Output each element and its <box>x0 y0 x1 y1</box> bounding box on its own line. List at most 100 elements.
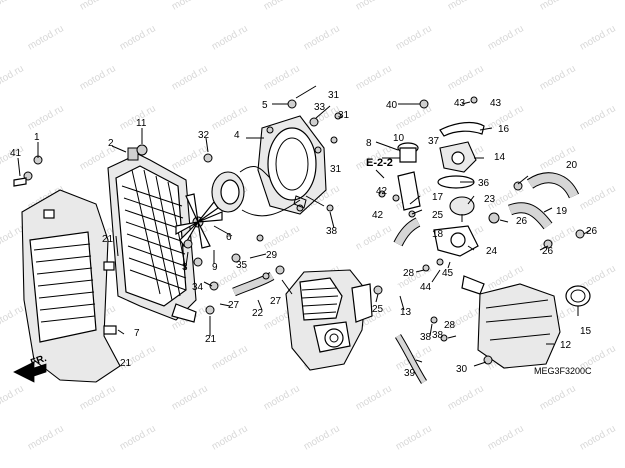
callout-28: 28 <box>444 320 456 331</box>
watermark-text: motod.ru <box>26 103 66 132</box>
callout-42: 42 <box>372 210 384 221</box>
callout-2: 2 <box>108 138 114 149</box>
callout-21: 21 <box>102 234 114 245</box>
fan-blade <box>175 193 223 249</box>
callout-12: 12 <box>560 340 572 351</box>
watermark-text: motod.ru <box>170 63 210 92</box>
watermark-text: motod.ru <box>354 383 394 412</box>
watermark-text: motod.ru <box>394 103 434 132</box>
fan-motor <box>211 166 307 217</box>
callout-16: 16 <box>498 124 510 135</box>
callout-9: 9 <box>212 262 218 273</box>
watermark-text: motod.ru <box>0 63 26 92</box>
watermark-text: motod.ru <box>210 23 250 52</box>
callout-21: 21 <box>205 334 217 345</box>
diagram-code: MEG3F3200C <box>534 366 592 376</box>
callout-15: 15 <box>580 326 592 337</box>
watermark-text: motod.ru <box>446 383 486 412</box>
watermark-text: motod.ru <box>210 103 250 132</box>
callout-32: 32 <box>198 130 210 141</box>
watermark-text: motod.ru <box>262 223 302 252</box>
watermark-text: motod.ru <box>262 0 302 13</box>
callout-38: 38 <box>326 226 338 237</box>
watermark-text: motod.ru <box>394 423 434 452</box>
callout-45: 45 <box>442 268 454 279</box>
watermark-text: motod.ru <box>538 0 578 13</box>
callout-29: 29 <box>266 250 278 261</box>
callout-3: 3 <box>182 262 188 273</box>
callout-1: 1 <box>34 132 40 143</box>
watermark-text: motod.ru <box>26 423 66 452</box>
watermark-text: motod.ru <box>538 63 578 92</box>
watermark-text: motod.ru <box>578 23 618 52</box>
callout-20: 20 <box>566 160 578 171</box>
callout-5: 5 <box>262 100 268 111</box>
callout-42: 42 <box>376 186 388 197</box>
watermark-text: motod.ru <box>262 63 302 92</box>
callout-numbers: 1234567891011121314151617181920212121222… <box>10 90 598 379</box>
callout-44: 44 <box>420 282 432 293</box>
watermark-text: motod.ru <box>118 423 158 452</box>
watermark-text: motod.ru <box>0 383 26 412</box>
callout-24: 24 <box>486 246 498 257</box>
callout-18: 18 <box>432 229 444 240</box>
callout-43: 43 <box>454 98 466 109</box>
callout-25: 25 <box>372 304 384 315</box>
watermark-text: motod.ru <box>262 383 302 412</box>
callout-35: 35 <box>236 260 248 271</box>
callout-38: 38 <box>432 330 444 341</box>
callout-19: 19 <box>556 206 568 217</box>
callout-8: 8 <box>366 138 372 149</box>
callout-34: 34 <box>192 282 204 293</box>
watermark-text: motod.ru <box>446 63 486 92</box>
callout-7: 7 <box>134 328 140 339</box>
fan-shroud <box>257 115 327 215</box>
reserve-tank <box>477 283 591 369</box>
callout-22: 22 <box>252 308 264 319</box>
callout-23: 23 <box>484 194 496 205</box>
callout-33: 33 <box>314 102 326 113</box>
callout-38: 38 <box>420 332 432 343</box>
fasteners <box>13 96 585 365</box>
watermark-text: motod.ru <box>26 23 66 52</box>
callout-27: 27 <box>270 296 282 307</box>
callout-17: 17 <box>432 192 444 203</box>
callout-40: 40 <box>386 100 398 111</box>
watermark-text: motod.ru <box>538 383 578 412</box>
callout-27: 27 <box>228 300 240 311</box>
watermark-text: motod.ru <box>486 423 526 452</box>
callout-25: 25 <box>432 210 444 221</box>
watermark-text: motod.ru <box>118 23 158 52</box>
callout-37: 37 <box>428 136 440 147</box>
radiator-core <box>107 147 197 323</box>
callout-26: 26 <box>542 246 554 257</box>
radiator-shroud <box>21 189 121 383</box>
thermostat-housing <box>433 141 479 257</box>
callout-26: 26 <box>586 226 598 237</box>
watermark-text: motod.ru <box>78 0 118 13</box>
watermark-text: motod.ru <box>354 63 394 92</box>
watermark-text: motod.ru <box>578 103 618 132</box>
watermark-text: motod.ru <box>302 23 342 52</box>
watermark-text: motod.ru <box>210 343 250 372</box>
callout-14: 14 <box>494 152 506 163</box>
watermark-text: motod.ru <box>78 383 118 412</box>
engine-block <box>285 269 373 371</box>
watermark-text: motod.ru <box>354 0 394 13</box>
callout-30: 30 <box>456 364 468 375</box>
watermark-text: motod.ru <box>170 0 210 13</box>
watermark-text: motod.ru <box>302 423 342 452</box>
watermark-text: motod.ru <box>170 383 210 412</box>
watermark-text: motod.ru <box>578 423 618 452</box>
callout-43: 43 <box>490 98 502 109</box>
bracket <box>439 121 485 137</box>
watermark-text: motod.ru <box>0 0 26 13</box>
watermark-text: motod.ru <box>446 0 486 13</box>
callout-11: 11 <box>136 118 147 129</box>
watermark-text: motod.ru <box>394 23 434 52</box>
callout-31: 31 <box>328 90 340 101</box>
callout-31: 31 <box>338 110 350 121</box>
callout-10: 10 <box>393 133 405 144</box>
callout-31: 31 <box>330 164 342 175</box>
